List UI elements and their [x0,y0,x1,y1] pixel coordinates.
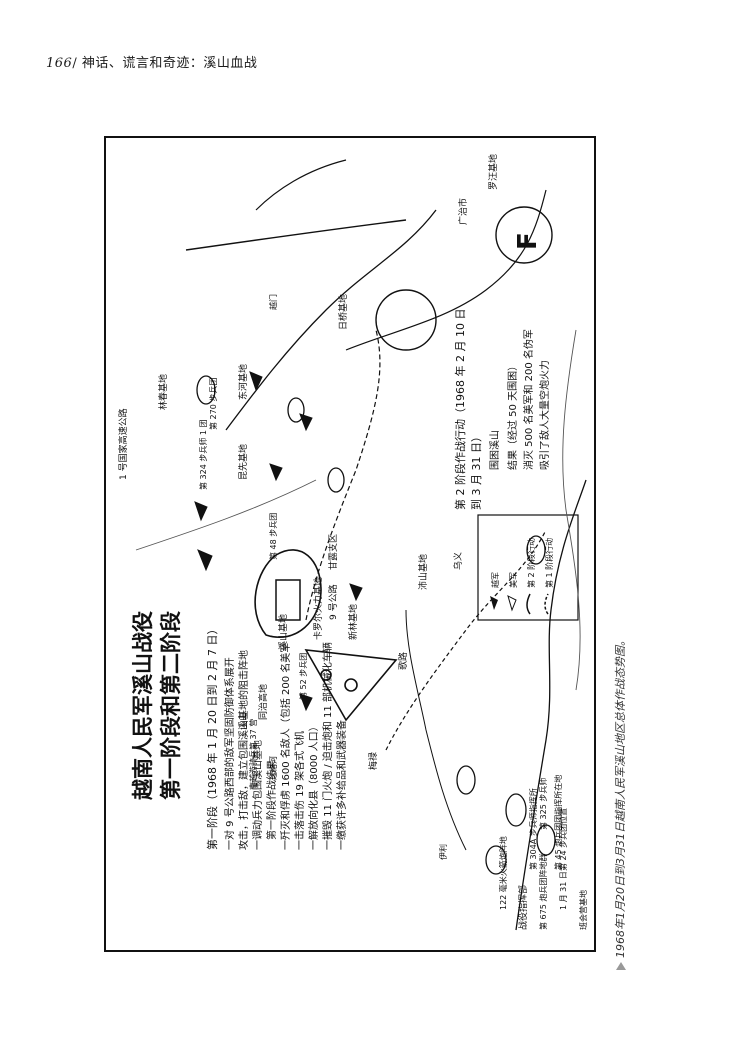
place-label: 林春基地 [157,374,169,410]
place-label: 昆先基地 [237,444,249,480]
legend-item: 第 2 阶段行动 [526,538,536,588]
header-separator: / [72,56,78,71]
phase1-heading: 第一阶段（1968 年 1 月 20 日到 2 月 7 日） [205,624,219,850]
battle-map: 越南人民军溪山战役 第一阶段和第二阶段 第一阶段（1968 年 1 月 20 日… [104,136,596,952]
phase1-item: 一对 9 号公路西部的敌军坚固防御体系展开 [223,657,236,850]
place-label: 沛山基地 [417,554,429,590]
phase1-item: 一击落击伤 19 架各式飞机 [293,731,306,850]
place-label: 班会营基地 [578,890,588,930]
unit-arrows [194,371,363,712]
place-label: 卡罗尔火力基地 [312,577,324,640]
place-label: 日桥基地 [337,294,349,330]
battlefield-triangle [304,649,398,722]
place-label: 第 45 炮兵团团指挥所在地 [553,775,563,870]
road-network [185,159,587,931]
caption-text: 1968年1月20日到3月31日越南人民军溪山地区总体作战态势图。 [614,635,627,958]
place-label: 梅禄 [367,752,379,770]
phase1-item: 攻击，打击敌，建立包围溪山基地的阻击阵地 [237,650,250,850]
phase1-item: 一摧毁 11 门火炮 / 迫击炮和 11 部机械化车辆 [321,642,334,850]
unit-markers [196,375,556,875]
place-labels: 罗汪基地 广治市 1 号国家高速公路 林春基地 东河基地 甘露支区 卡罗尔火力基… [117,154,588,930]
phase2-item: 吸引了敌人大量空炮火力 [538,360,551,470]
place-label: 达格河 [268,756,278,780]
place-label: 东河基地 [237,364,249,400]
place-label: 第 48 步兵团 [268,513,278,560]
place-label: 第 675 炮兵团阵地群 [538,854,548,930]
place-label: 新林基地 [347,604,359,640]
phase2-item: 结果（经过 50 天围困） [506,361,519,470]
map-canvas: 越南人民军溪山战役 第一阶段和第二阶段 第一阶段（1968 年 1 月 20 日… [117,154,588,931]
page-header: 166/ 神话、谎言和奇迹：溪山血战 [46,52,257,71]
place-label: 1 号国家高速公路 [117,408,129,480]
phase1-item: 一解放向化县（8000 人口） [307,721,320,850]
phase2-heading: 第 2 阶段作战行动（1968 年 2 月 10 日 [453,309,467,510]
place-label: 甘露支区 [327,534,339,570]
place-label: 第 270 步兵团 [208,378,218,430]
place-label: 第 304A 步兵师指挥所 [528,788,538,870]
camp-carroll: F [375,206,553,351]
place-label: 乌义 [452,552,464,570]
place-label: 伊利 [438,844,448,860]
book-title: 神话、谎言和奇迹：溪山血战 [81,56,258,71]
place-label: 9 号公路 [327,584,339,620]
place-label: 战役指挥部 [517,885,529,930]
phase1-item: 第一阶段作战结果 [265,760,278,840]
phase1-item: 一歼灭和俘虏 1600 名敌人（包括 200 名美军 [279,643,292,850]
place-label: 南越游骑兵第 37 营 [248,719,258,790]
place-label: 同治高地 [257,684,269,720]
map-title-line2: 第一阶段和第二阶段 [159,611,183,800]
page-number: 166 [46,56,73,71]
place-label: 歌路 [397,652,409,670]
place-label: 越门 [268,294,278,310]
rivers [135,329,581,691]
phase2-item: 围困溪山 [489,430,501,470]
phase2-item: 消灭 500 名美军和 200 名伪军 [522,329,535,470]
place-label: 122 毫米火箭炮阵地 [498,836,508,910]
place-label: 1 月 31 日第 24 步兵团位置 [558,808,568,910]
phase1-item: 一缴获许多补给品和武器装备 [335,720,348,850]
svg-text:F: F [513,232,543,250]
phase1-item: 一调动兵力包围溪山基地 [251,740,264,850]
phase2-heading-2: 到 3 月 31 日） [470,431,483,510]
figure-caption: 1968年1月20日到3月31日越南人民军溪山地区总体作战态势图。 [598,635,627,970]
place-label: 广治市 [457,198,469,225]
legend-item: 美军 [508,572,518,588]
place-label: 第 52 步兵团 [298,653,308,700]
place-label: 第 324 步兵师 1 团 [198,419,208,490]
caption-marker-icon [616,962,626,970]
place-label: 溪山 [237,712,249,730]
khe-sanh-base [254,549,322,638]
place-label: 溪山基地 [277,614,289,650]
legend-item: 第 1 阶段行动 [544,538,554,588]
place-label: 罗汪基地 [487,154,499,190]
place-label: 第 325 步兵师 [538,778,548,830]
legend-item: 越军 [490,572,500,588]
map-title-line1: 越南人民军溪山战役 [131,611,155,801]
legend: 越军 美军 第 2 阶段行动 第 1 阶段行动 [477,514,579,621]
